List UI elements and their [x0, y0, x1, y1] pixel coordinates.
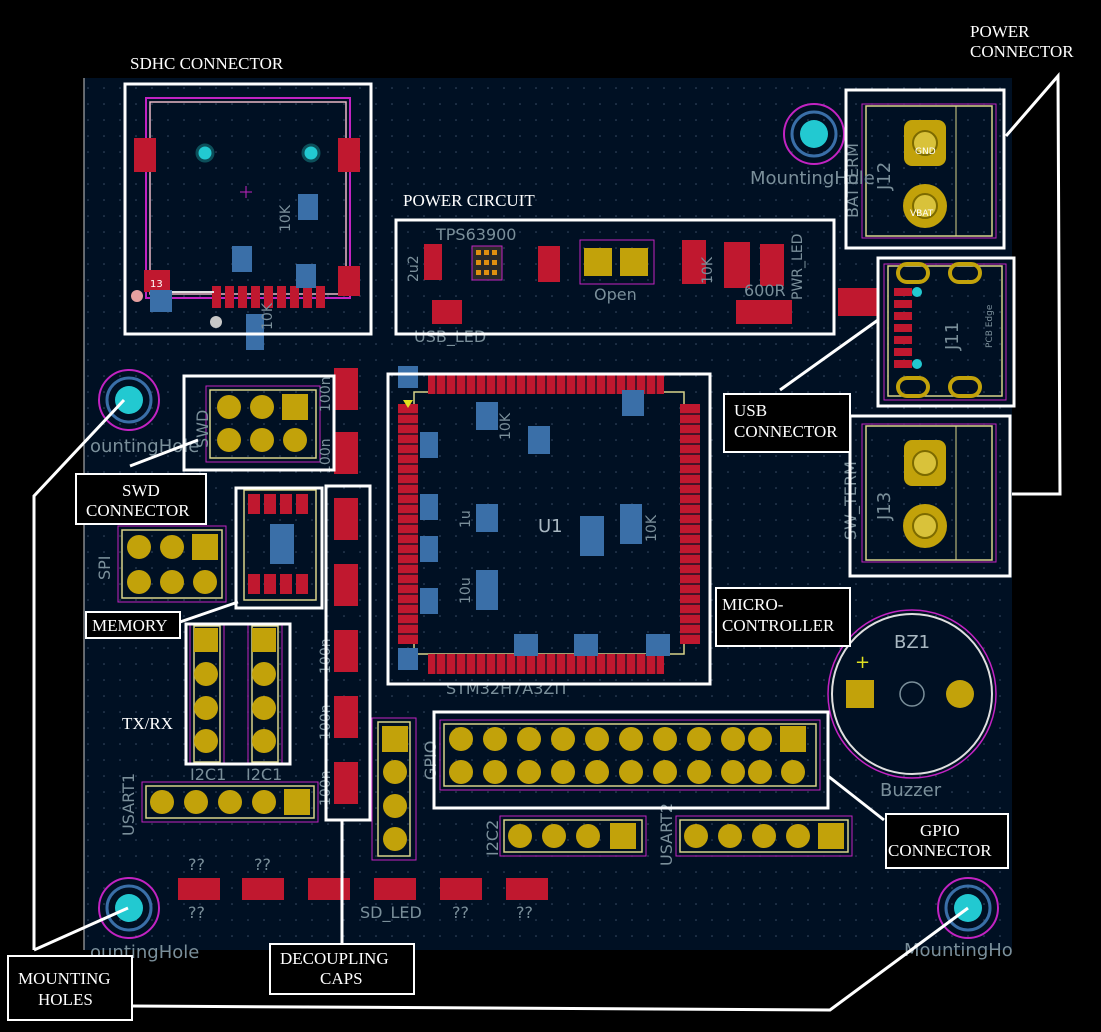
silk-u1: U1 — [538, 516, 563, 537]
silk-10k-mcu1: 10K — [498, 412, 514, 440]
silk-600r: 600R — [744, 281, 786, 300]
i2c2-header — [499, 815, 647, 857]
silk-100n-a: 100n — [318, 376, 334, 412]
silk-q4: ?? — [516, 903, 533, 922]
callout-power-connector-1: POWER — [970, 22, 1030, 41]
power-circuit-footprints — [424, 239, 878, 324]
callout-label-boxes — [7, 393, 1009, 1021]
board-grid — [84, 78, 1012, 950]
silk-j13: J13 — [874, 492, 895, 521]
memory-chip — [243, 489, 317, 601]
swd-header — [205, 385, 321, 463]
silk-buzzer: Buzzer — [880, 780, 942, 801]
callout-gpio-2: CONNECTOR — [888, 841, 992, 860]
j12-footprint — [861, 103, 997, 239]
silk-pwr-led: PWR_LED — [790, 234, 806, 300]
silk-spi: SPI — [95, 555, 114, 580]
i2c1-header-c — [371, 717, 417, 861]
callout-power-circuit: POWER CIRCUIT — [403, 191, 535, 210]
callout-memory: MEMORY — [92, 616, 168, 635]
sdhc-footprint — [131, 97, 360, 350]
led-row — [178, 878, 548, 900]
silk-buzzer-plus: + — [855, 652, 870, 673]
callout-leaders — [32, 72, 1062, 1012]
silk-swd: SWD — [193, 410, 212, 448]
callout-mcu-1: MICRO- — [722, 595, 784, 614]
callout-usb-2: CONNECTOR — [734, 422, 838, 441]
callout-decoupling-2: CAPS — [320, 969, 363, 988]
callout-txrx: TX/RX — [122, 714, 173, 733]
callout-mounting-2: HOLES — [38, 990, 93, 1009]
silk-q5: ?? — [188, 855, 205, 874]
silk-10k-mcu2: 10K — [644, 514, 660, 542]
silk-open: Open — [594, 285, 637, 304]
silk-usart1: USART1 — [119, 773, 138, 836]
silk-batterm: BATTERM — [843, 143, 862, 218]
callout-sdhc: SDHC CONNECTOR — [130, 54, 284, 73]
silk-gpio: GPIO — [421, 741, 440, 780]
j12-gnd-label: GND — [915, 147, 936, 157]
silk-pcb-edge: PCB Edge — [985, 304, 995, 348]
callout-usb-1: USB — [734, 401, 767, 420]
silk-i2c1-a: I2C1 — [190, 765, 226, 784]
silk-q1: ?? — [188, 903, 205, 922]
j13-footprint — [861, 423, 997, 563]
silk-j11: J11 — [942, 322, 963, 351]
silk-100n-b: 100n — [318, 438, 334, 474]
j11-footprint — [883, 262, 1007, 401]
usart2-header — [675, 815, 853, 857]
silk-bz1: BZ1 — [894, 632, 930, 653]
silk-10k-sd2: 10K — [260, 302, 276, 330]
callout-boxes — [123, 82, 1016, 822]
mounting-hole-left — [98, 369, 160, 431]
decoupling-caps — [334, 368, 358, 804]
callout-decoupling-1: DECOUPLING — [280, 949, 389, 968]
i2c1-header-b — [247, 623, 283, 765]
j12-vbat-label: VBAT — [910, 209, 934, 219]
mounting-hole-bl — [98, 877, 160, 939]
usart1-header — [141, 781, 319, 823]
spi-header — [117, 525, 227, 603]
silk-mountinghole-l: ountingHole — [90, 436, 199, 457]
buzzer-bz1 — [827, 609, 997, 779]
silk-mountinghole-tr: MountingHole — [750, 168, 875, 189]
silk-sd-led: SD_LED — [360, 903, 422, 923]
silk-q3: ?? — [452, 903, 469, 922]
silk-i2c1-b: I2C1 — [246, 765, 282, 784]
callout-swd-1: SWD — [122, 481, 160, 500]
silk-q2: ?? — [254, 855, 271, 874]
silk-mcu-part: STM32H7A3ZIT — [446, 679, 569, 698]
callout-swd-2: CONNECTOR — [86, 501, 190, 520]
silk-2u2: 2u2 — [406, 255, 422, 282]
silk-10u-a: 10u — [458, 577, 474, 604]
silk-mountinghole-br: MountingHo — [904, 940, 1013, 961]
silk-10k-pwr: 10K — [700, 256, 716, 284]
callout-mounting-1: MOUNTING — [18, 969, 111, 988]
silk-i2c2: I2C2 — [483, 820, 502, 856]
mcu-u1-footprint — [398, 366, 700, 674]
mounting-hole-tr — [783, 103, 845, 165]
silk-10k-sd1: 10K — [278, 204, 294, 232]
gpio-header — [439, 719, 821, 791]
sd-pad-13-label: 13 — [150, 279, 163, 290]
callout-power-connector-2: CONNECTOR — [970, 42, 1074, 61]
silk-tps63900: TPS63900 — [435, 225, 516, 244]
callout-mcu-2: CONTROLLER — [722, 616, 835, 635]
silk-usb-led: USB_LED — [414, 327, 486, 347]
silk-j12: J12 — [874, 162, 895, 191]
silk-1u: 1u — [458, 510, 474, 528]
silk-usart2: USART2 — [657, 803, 676, 866]
callout-gpio-1: GPIO — [920, 821, 960, 840]
